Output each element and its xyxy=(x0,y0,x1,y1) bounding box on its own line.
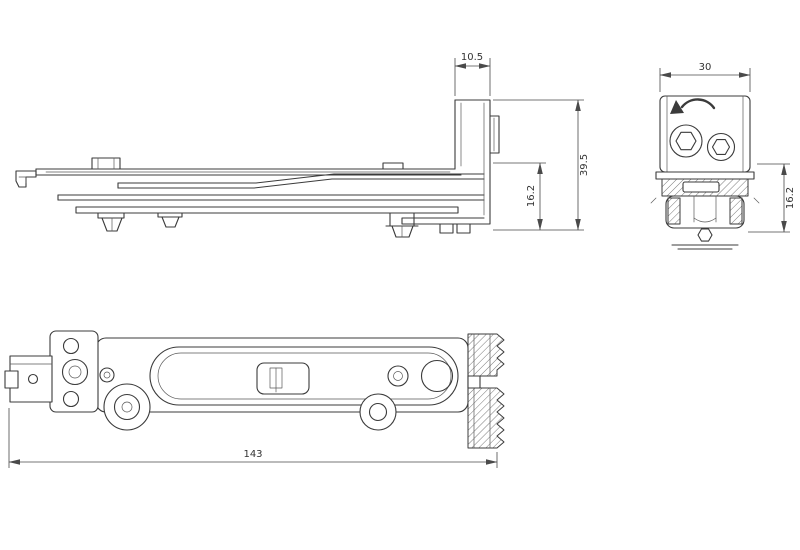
arm-assembly xyxy=(35,162,485,214)
bottom-nut xyxy=(671,228,739,250)
adjuster-bracket xyxy=(385,212,419,238)
dim-overall-length: 143 xyxy=(8,408,498,468)
dim-end-width: 30 xyxy=(659,62,751,92)
dim-label-end-height: 16.2 xyxy=(785,187,796,209)
rotation-arrow-icon xyxy=(670,98,716,114)
body-hole-small-inner xyxy=(393,371,403,381)
dim-end-height: 16.2 xyxy=(748,163,796,233)
roller-left xyxy=(103,383,151,431)
dimensions: 10.5 39.5 16.2 30 16.2 143 xyxy=(8,52,796,468)
dim-label-overall-height: 39.5 xyxy=(579,154,590,176)
wheel-section xyxy=(665,195,745,229)
side-clips xyxy=(650,197,760,204)
serrated-anchor-bottom xyxy=(467,387,505,449)
anchor-connector xyxy=(467,375,481,389)
body-hole-large xyxy=(420,359,454,393)
screw-left xyxy=(97,212,125,232)
clamp-section xyxy=(661,178,749,197)
dim-label-overall-length: 143 xyxy=(243,449,262,460)
screw-mid xyxy=(157,212,183,228)
pivot-hole-inner xyxy=(103,371,111,379)
side-view xyxy=(15,99,500,238)
dim-label-arm-height: 16.2 xyxy=(526,185,537,207)
left-hook xyxy=(15,170,37,188)
dim-overall-height: 39.5 xyxy=(493,99,590,231)
dim-label-end-width: 30 xyxy=(699,62,712,73)
mount-bracket xyxy=(401,99,500,225)
dim-bracket-width: 10.5 xyxy=(454,52,491,96)
hex-bolt-left xyxy=(669,124,703,158)
serrated-anchor-top xyxy=(467,333,505,377)
body-hole-small xyxy=(387,365,409,387)
hex-bolt-right xyxy=(706,132,736,162)
plan-view xyxy=(4,330,505,449)
left-clip xyxy=(91,157,121,170)
center-latch xyxy=(256,362,310,395)
dim-label-bracket-width: 10.5 xyxy=(461,52,483,63)
feet xyxy=(439,223,471,234)
pivot-hole xyxy=(99,367,115,383)
end-view xyxy=(650,95,760,250)
roller-right xyxy=(359,393,397,431)
end-plate xyxy=(49,330,99,413)
hook-plate xyxy=(4,355,53,403)
dim-arm-height: 16.2 xyxy=(493,162,546,231)
